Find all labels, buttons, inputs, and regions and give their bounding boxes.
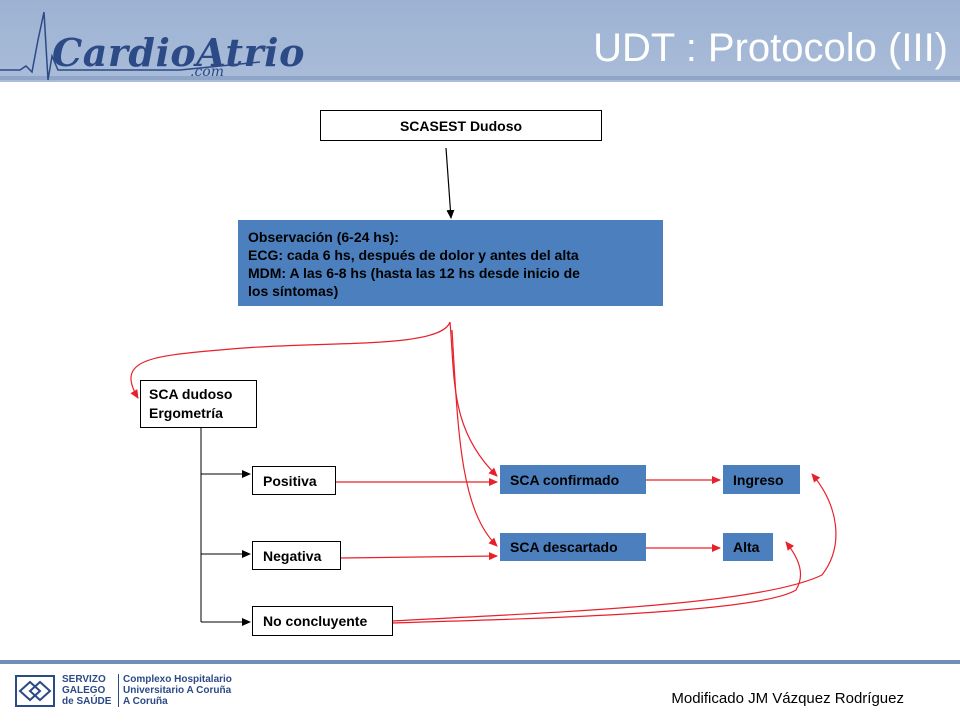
box-alta: Alta: [723, 533, 773, 561]
box-observacion: Observación (6-24 hs): ECG: cada 6 hs, d…: [238, 220, 663, 306]
no-concluyente-label: No concluyente: [263, 613, 368, 629]
arrow-observacion-sca-dudoso: [130, 321, 451, 399]
arrow-scasest-observacion: [445, 147, 455, 219]
ingreso-label: Ingreso: [733, 471, 784, 488]
observacion-line-1: Observación (6-24 hs):: [248, 229, 399, 245]
logo-text: CardioAtrio: [52, 30, 305, 75]
box-sca-confirmado: SCA confirmado: [500, 465, 646, 494]
arrow-no-concluyente-alta: [391, 541, 802, 624]
sergas-logo-icon: [15, 675, 55, 707]
box-scasest-label: SCASEST Dudoso: [399, 117, 523, 134]
footer-inst2-line-3: A Coruña: [123, 696, 168, 707]
box-scasest-dudoso: SCASEST Dudoso: [320, 110, 602, 141]
footer-credit: Modificado JM Vázquez Rodríguez: [671, 690, 904, 707]
footer-institution-2: Complexo Hospitalario Universitario A Co…: [118, 674, 232, 707]
box-sca-dudoso: SCA dudoso Ergometría: [140, 380, 257, 428]
header-bar: [0, 0, 960, 82]
box-ingreso: Ingreso: [723, 465, 800, 494]
header-divider: [0, 76, 960, 80]
alta-label: Alta: [733, 539, 760, 555]
arrow-observacion-sca-descartado: [451, 329, 498, 547]
positiva-label: Positiva: [263, 472, 317, 489]
footer-institution-1: SERVIZO GALEGO de SAÚDE: [62, 674, 111, 707]
page-title: UDT : Protocolo (III): [593, 26, 948, 70]
box-negativa: Negativa: [252, 541, 341, 570]
footer-inst1-line-3: de SAÚDE: [62, 696, 112, 707]
arrow-observacion-sca-confirmado: [449, 321, 498, 477]
sca-dudoso-line-1: SCA dudoso: [149, 386, 233, 402]
footer-bar: [0, 660, 960, 724]
sca-dudoso-line-2: Ergometría: [149, 405, 223, 421]
footer-inst1-line-1: SERVIZO: [62, 674, 106, 685]
box-sca-descartado: SCA descartado: [500, 533, 646, 561]
footer-inst1-line-2: GALEGO: [62, 685, 106, 696]
negativa-label: Negativa: [263, 547, 322, 564]
observacion-line-3: MDM: A las 6-8 hs (hasta las 12 hs desde…: [248, 265, 580, 281]
observacion-line-4: los síntomas): [248, 283, 339, 299]
sca-descartado-label: SCA descartado: [510, 539, 618, 555]
box-positiva: Positiva: [252, 466, 336, 495]
ecg-wave-icon: [0, 11, 260, 81]
arrow-no-concluyente-ingreso: [391, 473, 837, 622]
arrow-negativa-sca-descartado: [339, 552, 498, 561]
footer-inst2-line-2: Universitario A Coruña: [123, 685, 232, 696]
sca-confirmado-label: SCA confirmado: [510, 471, 620, 488]
observacion-line-2: ECG: cada 6 hs, después de dolor y antes…: [248, 247, 579, 263]
logo-domain: .com: [190, 64, 224, 80]
box-no-concluyente: No concluyente: [252, 606, 393, 636]
footer-inst2-line-1: Complexo Hospitalario: [123, 674, 232, 685]
